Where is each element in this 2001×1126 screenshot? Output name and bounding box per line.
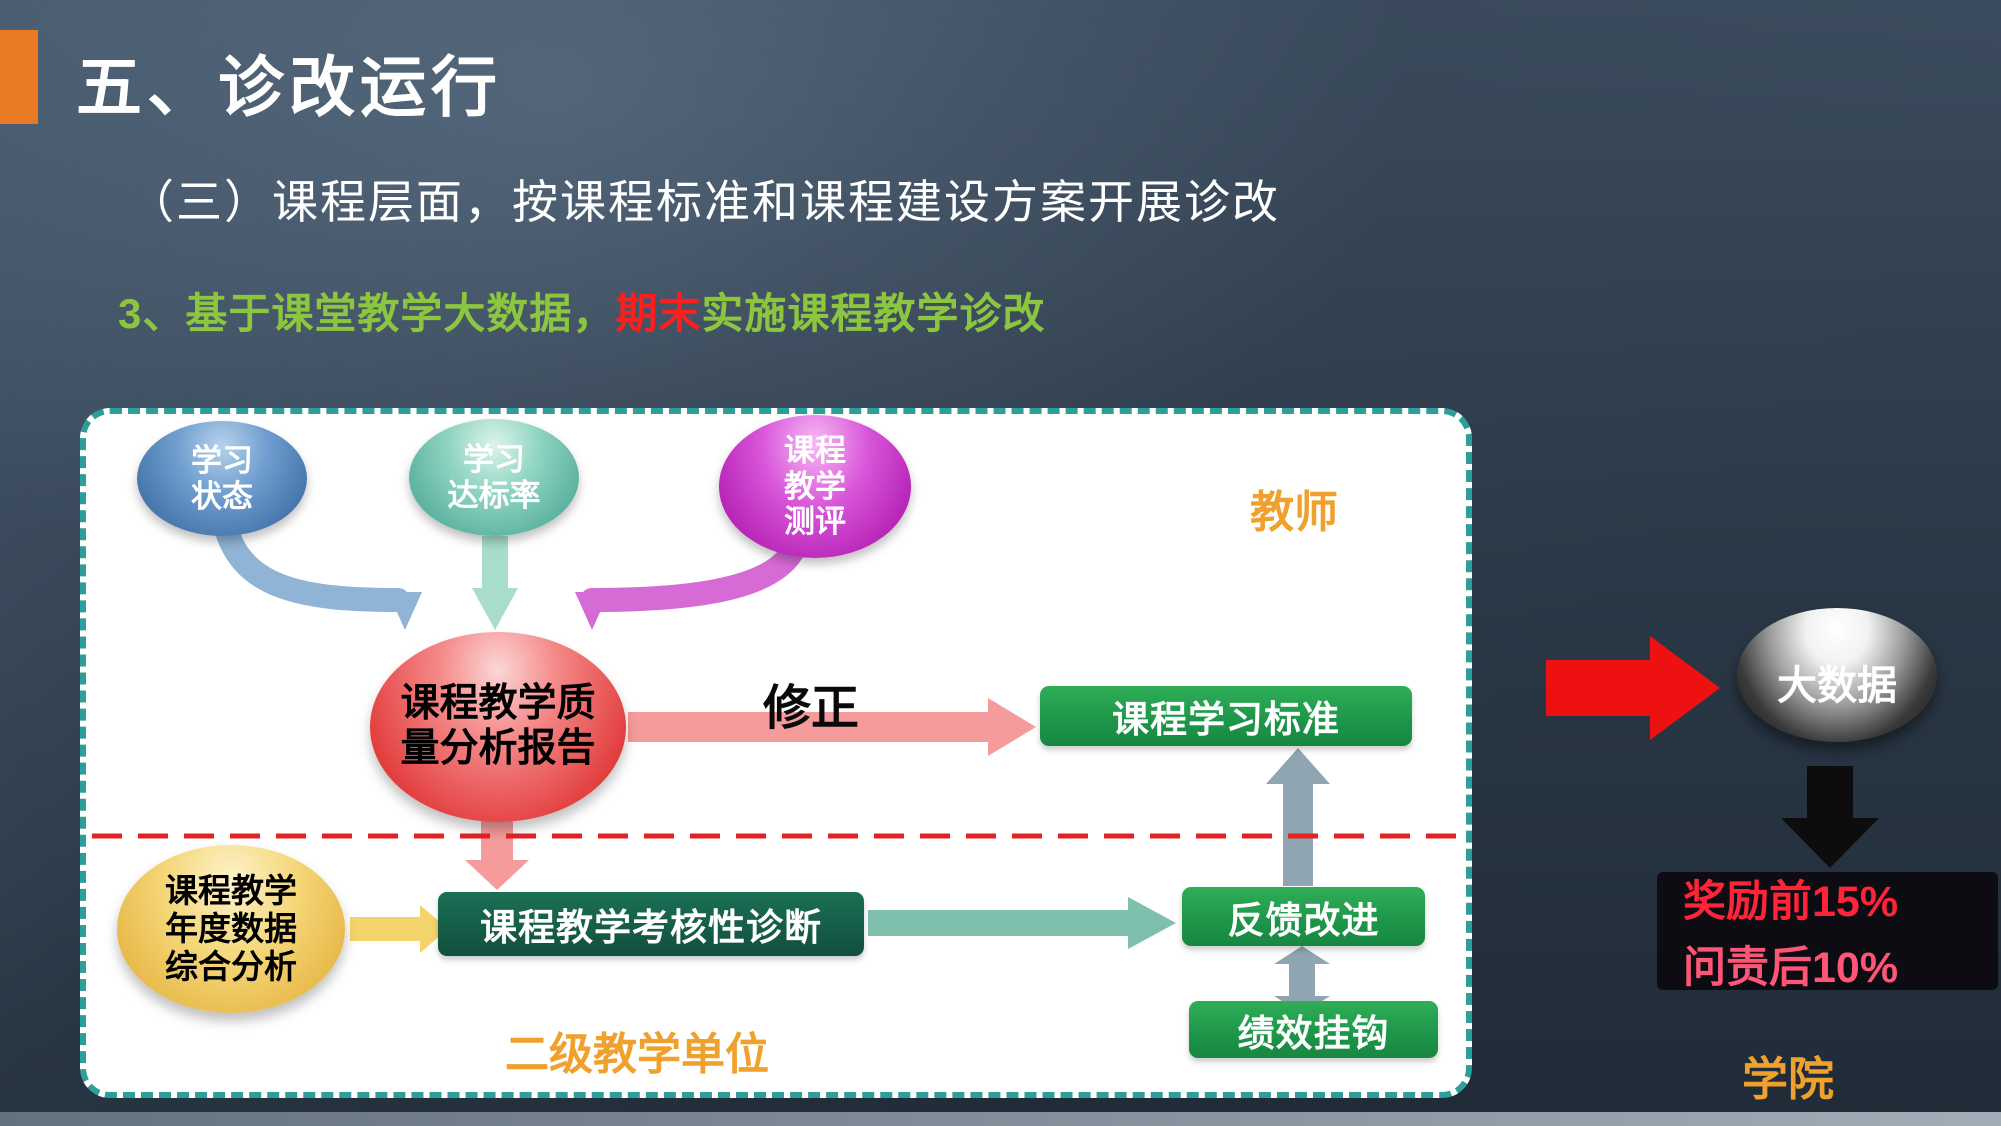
bottom-edge-strip	[0, 1112, 2001, 1126]
box-assessment-diagnosis: 课程教学考核性诊断	[438, 892, 864, 956]
big-red-arrow-icon	[1546, 636, 1720, 740]
reward-line: 奖励前15%	[1683, 878, 1899, 926]
box-learning-standard: 课程学习标准	[1040, 686, 1412, 746]
heading-prefix: 3、基于课堂教学大数据，	[118, 290, 616, 337]
node-quality-report: 课程教学质 量分析报告	[370, 632, 626, 822]
node-study-status: 学习 状态	[137, 421, 307, 536]
revise-label: 修正	[763, 682, 860, 735]
slide-title: 五、诊改运行	[76, 50, 502, 124]
teacher-label: 教师	[1250, 488, 1338, 537]
title-accent-bar	[0, 30, 38, 124]
accountability-line: 问责后10%	[1683, 944, 1899, 992]
college-label: 学院	[1742, 1053, 1834, 1105]
node-annual-analysis: 课程教学 年度数据 综合分析	[117, 845, 345, 1013]
section-heading: 3、基于课堂教学大数据，期末实施课程教学诊改	[118, 280, 1045, 341]
heading-highlight: 期末	[615, 290, 702, 337]
secondary-unit-label: 二级教学单位	[505, 1030, 769, 1079]
reward-accountability-box: 奖励前15% 问责后10%	[1657, 872, 1998, 992]
big-data-sphere: 大数据	[1737, 608, 1937, 742]
box-feedback-improvement: 反馈改进	[1182, 887, 1425, 946]
heading-suffix: 实施课程教学诊改	[701, 290, 1046, 337]
box-performance-link: 绩效挂钩	[1189, 1001, 1438, 1058]
black-down-arrow-icon	[1781, 766, 1879, 868]
node-achievement-rate: 学习 达标率	[409, 419, 579, 536]
slide-subtitle: （三）课程层面，按课程标准和课程建设方案开展诊改	[128, 176, 1280, 228]
node-course-evaluation: 课程 教学 测评	[719, 415, 911, 558]
